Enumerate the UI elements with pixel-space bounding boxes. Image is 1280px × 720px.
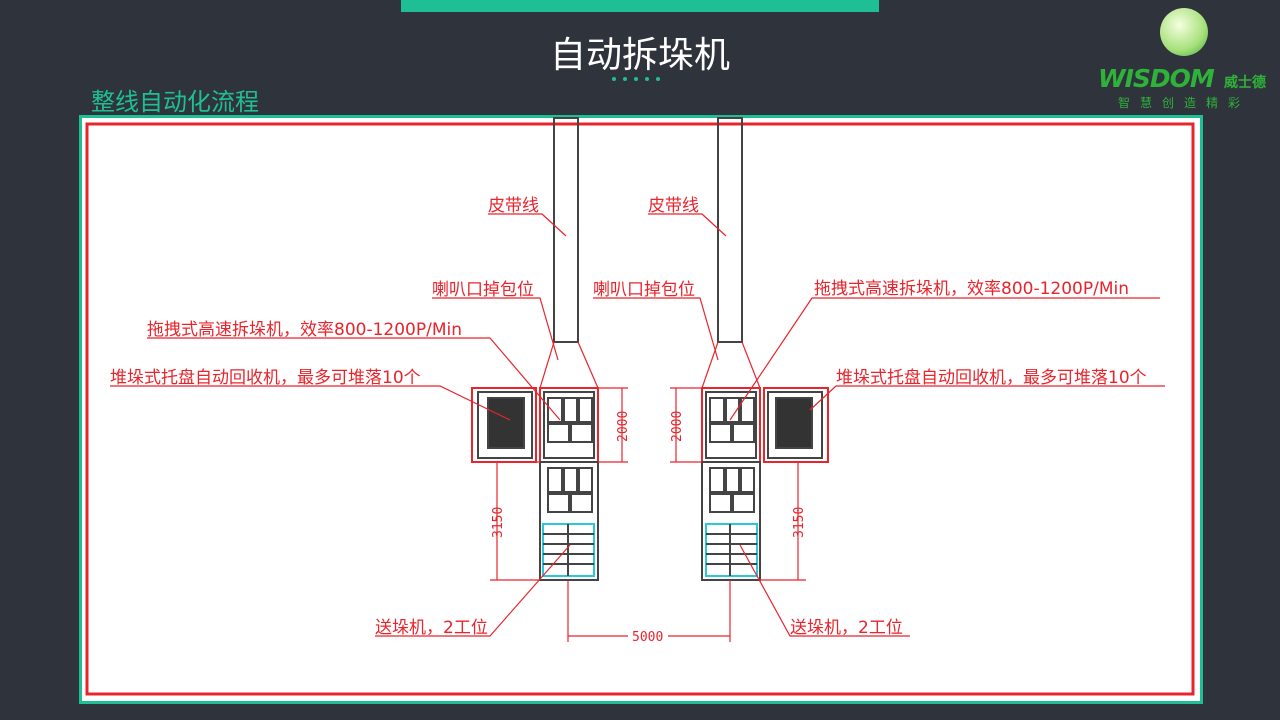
label-feeder-right: 送垛机，2工位	[790, 618, 903, 638]
belt-line-right	[717, 117, 743, 343]
logo-slogan: 智慧创造精彩	[1118, 96, 1251, 110]
dim-spacing: 5000	[632, 630, 663, 645]
label-pallet-recycler-left: 堆垛式托盘自动回收机，最多可堆落10个	[110, 368, 421, 388]
dim-length-right: 3150	[792, 507, 807, 538]
logo-brand: WISDOM	[1098, 64, 1215, 93]
label-depalletizer-right: 拖拽式高速拆垛机，效率800-1200P/Min	[814, 279, 1129, 299]
dim-length-left: 3150	[491, 507, 506, 538]
equipment-left	[471, 117, 599, 581]
dim-height-left: 2000	[616, 411, 631, 442]
leader-lines	[110, 213, 1165, 637]
label-belt-right: 皮带线	[648, 196, 699, 216]
logo-sphere-icon	[1160, 8, 1208, 56]
red-border	[85, 122, 1195, 696]
label-belt-left: 皮带线	[488, 196, 539, 216]
label-horn-right: 喇叭口掉包位	[593, 280, 695, 300]
dim-height-right: 2000	[670, 411, 685, 442]
belt-line-left	[553, 117, 579, 343]
label-pallet-recycler-right: 堆垛式托盘自动回收机，最多可堆落10个	[836, 368, 1147, 388]
logo-brand-cn: 威士德	[1224, 75, 1266, 91]
company-logo: WISDOM 威士德 智慧创造精彩	[1096, 6, 1276, 114]
label-horn-left: 喇叭口掉包位	[432, 280, 534, 300]
diagram-frame	[79, 115, 1203, 704]
label-feeder-left: 送垛机，2工位	[375, 618, 488, 638]
equipment-right	[701, 117, 829, 581]
top-accent-bar	[401, 0, 879, 12]
section-subtitle: 整线自动化流程	[91, 88, 259, 116]
page-title: 自动拆垛机	[549, 35, 730, 76]
dimension-lines	[490, 387, 806, 642]
label-depalletizer-left: 拖拽式高速拆垛机，效率800-1200P/Min	[147, 320, 462, 340]
title-dots	[612, 77, 672, 81]
